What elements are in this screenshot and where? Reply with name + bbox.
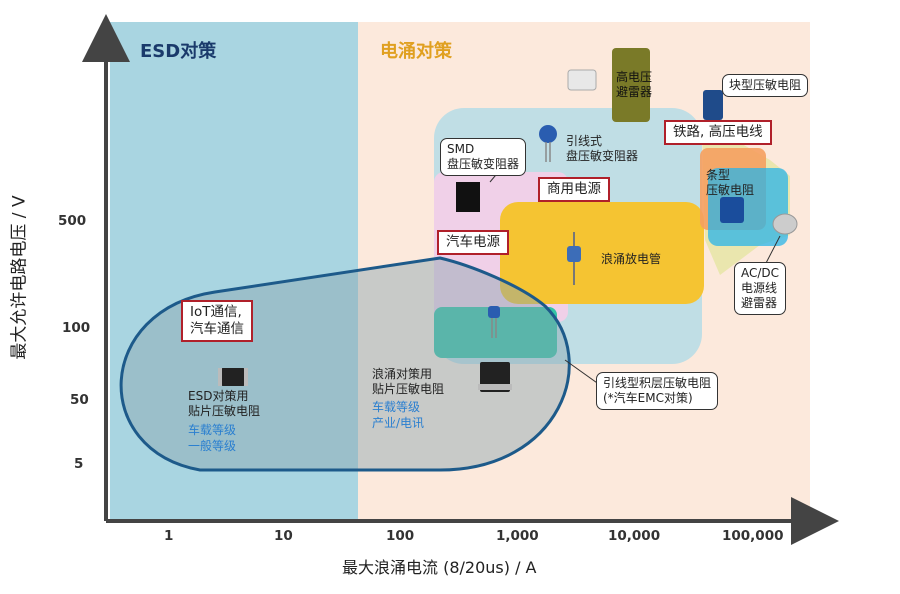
- y-axis-label: 最大允许电路电压 / V: [9, 195, 30, 360]
- y-tick: 50: [70, 392, 89, 408]
- esd-chip-grade2: 一般等级: [188, 439, 237, 453]
- iot-box: IoT通信, 汽车通信: [181, 300, 253, 342]
- leaded-disc-label: 引线式 盘压敏变阻器: [566, 134, 639, 163]
- x-tick: 100,000: [722, 528, 784, 544]
- strap-label: 条型 压敏电阻: [706, 168, 755, 197]
- multilayer-callout: 引线型积层压敏电阻 (*汽车EMC对策): [596, 372, 719, 410]
- surge-chip-grade2: 产业/电讯: [372, 416, 425, 430]
- surge-chip-label: 浪涌对策用 贴片压敏电阻: [372, 367, 445, 396]
- auto-power-box: 汽车电源: [437, 230, 509, 255]
- esd-chip-label: ESD对策用 贴片压敏电阻: [188, 389, 261, 418]
- acdc-zone: [708, 168, 788, 246]
- x-axis-label: 最大浪涌电流 (8/20us) / A: [342, 558, 537, 577]
- acdc-callout: AC/DC 电源线 避雷器: [734, 262, 787, 315]
- acdc-icon: [772, 213, 798, 235]
- hv-arrester-label: 高电压 避雷器: [616, 70, 653, 99]
- surge-chip-grade1: 车载等级: [372, 400, 421, 414]
- x-tick: 10: [274, 528, 293, 544]
- block-icon: [703, 90, 723, 120]
- railway-box: 铁路, 高压电线: [664, 120, 772, 145]
- x-tick: 1: [164, 528, 174, 544]
- gdt-label: 浪涌放电管: [601, 252, 662, 266]
- multilayer-leaded-icon: [488, 306, 500, 318]
- x-tick: 10,000: [608, 528, 661, 544]
- commercial-power-box: 商用电源: [538, 177, 610, 202]
- esd-chip-grade1: 车载等级: [188, 423, 237, 437]
- esd-region: [110, 22, 358, 519]
- y-tick: 100: [62, 320, 91, 336]
- leaded-disc-icon: [539, 125, 557, 143]
- surge-title: 电涌对策: [380, 41, 452, 62]
- esd-title: ESD对策: [140, 41, 217, 62]
- smd-disc-callout: SMD 盘压敏变阻器: [440, 138, 527, 176]
- esd-chip-icon: [221, 368, 245, 386]
- gdt-zone: [500, 202, 704, 304]
- hv-arrester-icon: [567, 69, 597, 91]
- hv-arrester-box: [612, 48, 650, 122]
- smd-disc-icon: [456, 182, 480, 212]
- x-tick: 100: [386, 528, 415, 544]
- x-tick: 1,000: [496, 528, 539, 544]
- strap-icon: [720, 197, 744, 223]
- block-callout: 块型压敏电阻: [722, 74, 809, 97]
- y-tick: 500: [58, 213, 87, 229]
- multilayer-pointer: [564, 359, 601, 386]
- y-tick: 5: [74, 456, 84, 472]
